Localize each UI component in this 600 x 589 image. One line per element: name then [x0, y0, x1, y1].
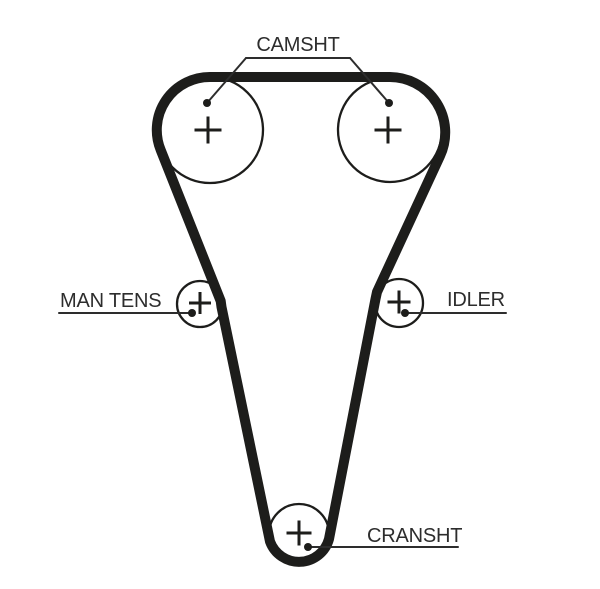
- camsht-leader-left-diagonal: [206, 57, 247, 104]
- camshaft-right-plus-icon: [374, 116, 402, 144]
- pulleys: [155, 75, 444, 566]
- cransht-label-leader: [304, 543, 459, 551]
- camshaft-label: CAMSHT: [256, 34, 339, 56]
- cransht-dot: [304, 543, 312, 551]
- camsht-left-dot: [203, 99, 211, 107]
- timing-belt: [151, 71, 451, 567]
- man-tens-dot: [188, 309, 196, 317]
- idler-label-leader: [401, 309, 507, 317]
- camshaft-left-plus-icon: [194, 116, 222, 144]
- manual-tensioner-plus-icon: [189, 292, 211, 314]
- crankshaft-label: CRANSHT: [367, 525, 462, 547]
- idler-plus-icon: [387, 290, 411, 314]
- man-tens-label-leader: [58, 309, 196, 317]
- camsht-right-dot: [385, 99, 393, 107]
- crankshaft-plus-icon: [286, 520, 312, 546]
- idler-label: IDLER: [447, 289, 505, 311]
- alignment-markers: [189, 116, 411, 546]
- manual-tensioner-label: MAN TENS: [60, 290, 161, 312]
- camsht-leader-right-diagonal: [349, 57, 390, 104]
- camsht-label-leader: [203, 57, 393, 107]
- idler-dot: [401, 309, 409, 317]
